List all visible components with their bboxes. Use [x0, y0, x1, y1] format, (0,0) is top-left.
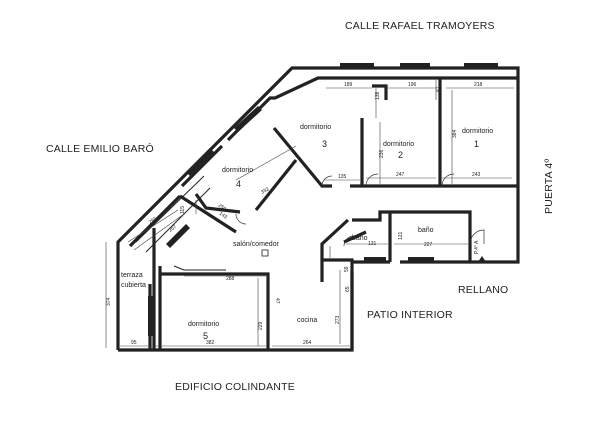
- dim-label: 243: [472, 172, 481, 178]
- room-label-d4: dormitorio: [222, 167, 253, 174]
- door-label: P.4° A: [474, 240, 480, 254]
- wall-salon-d5: [158, 266, 270, 350]
- window: [400, 63, 430, 69]
- door-d1: [441, 173, 455, 187]
- room-number-d4: 4: [236, 179, 241, 189]
- room-label-d3: dormitorio: [300, 124, 331, 131]
- window: [340, 63, 374, 69]
- rellano-label: RELLANO: [458, 284, 508, 296]
- dim-label: 332: [260, 186, 270, 195]
- inner-diagonal-wall: [128, 76, 518, 248]
- room-number-d1: 1: [474, 139, 479, 149]
- window: [408, 257, 434, 262]
- dim-label: 384: [452, 129, 458, 138]
- dim-label: 47: [274, 298, 280, 304]
- outer-wall-bottom: [118, 218, 354, 352]
- window: [186, 148, 214, 176]
- dim-label: 247: [396, 172, 405, 178]
- wall-d4: [179, 159, 298, 234]
- dim-label: 374: [106, 297, 112, 306]
- wall-cocina: [320, 260, 354, 350]
- dim-label: 288: [226, 276, 235, 282]
- dim-label: 138: [375, 91, 381, 100]
- room-label-cubierta: cubierta: [121, 282, 146, 289]
- window: [234, 106, 262, 132]
- door-d4: [235, 213, 247, 225]
- window: [464, 63, 498, 69]
- room-number-d3: 3: [322, 139, 327, 149]
- door-entry: [469, 229, 485, 245]
- dim-label: 87: [436, 86, 442, 92]
- dim-label: 292: [148, 216, 158, 226]
- patio-label: PATIO INTERIOR: [367, 309, 453, 321]
- dim-label: 196: [408, 82, 417, 88]
- window: [148, 296, 154, 336]
- room-label-d1: dormitorio: [462, 128, 493, 135]
- door-bano: [343, 235, 355, 247]
- street-label-left: CALLE EMILIO BARÓ: [46, 142, 154, 155]
- dim-label: 382: [206, 340, 215, 346]
- room-number-d5: 5: [203, 331, 208, 341]
- room-label-d2: dormitorio: [383, 141, 414, 148]
- dim-label: 135: [338, 174, 347, 180]
- window: [166, 224, 190, 248]
- column: [261, 249, 269, 257]
- dim-label: 121: [398, 231, 404, 240]
- dim-label: 65: [345, 286, 351, 292]
- street-label-right: PUERTA 4º: [543, 159, 555, 214]
- window: [364, 257, 386, 262]
- dim-label: 143: [218, 211, 228, 221]
- dim-label: 250: [217, 203, 227, 213]
- room-label-d5: dormitorio: [188, 321, 219, 328]
- patio-wall: [352, 210, 482, 264]
- dim-label: 95: [131, 340, 137, 346]
- dim-label: 218: [474, 82, 483, 88]
- dim-label: 131: [368, 241, 377, 247]
- door-d2: [365, 173, 379, 187]
- dim-label: 115: [180, 206, 186, 214]
- entry-arrow: [478, 256, 486, 262]
- dimension-lines: [105, 80, 514, 348]
- wall-d3-d2: [360, 84, 388, 186]
- dim-label: 236: [379, 149, 385, 158]
- street-label-bottom: EDIFICIO COLINDANTE: [175, 381, 295, 393]
- street-label-top: CALLE RAFAEL TRAMOYERS: [345, 20, 495, 32]
- room-label-cocina: cocina: [297, 317, 317, 324]
- dim-label: 267: [168, 224, 178, 234]
- room-label-terraza: terraza: [121, 272, 143, 279]
- dim-label: 229: [258, 321, 264, 330]
- dim-label: 227: [424, 242, 433, 248]
- dim-label: 189: [344, 82, 353, 88]
- corridor-thin-lines: [135, 175, 226, 271]
- room-label-bano-1: baño: [352, 235, 368, 242]
- room-label-bano-2: baño: [418, 227, 434, 234]
- room-number-d2: 2: [398, 150, 403, 160]
- dim-label: 59: [344, 266, 350, 272]
- dim-label: 273: [335, 315, 341, 324]
- outer-wall: [116, 66, 520, 350]
- room-label-salon: salón/comedor: [233, 241, 280, 248]
- door-d3: [321, 175, 333, 187]
- dim-label: 264: [303, 340, 312, 346]
